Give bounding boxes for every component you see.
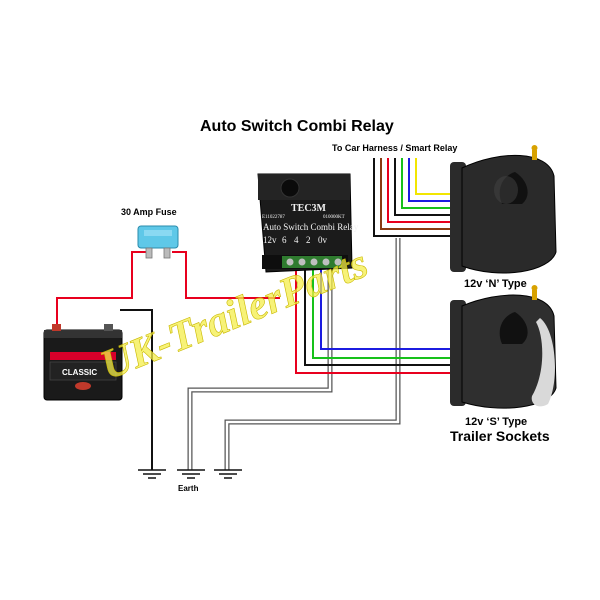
harness-wire-black bbox=[373, 158, 456, 237]
ground-symbol-socket bbox=[214, 469, 242, 479]
battery-brand: CLASSIC bbox=[62, 368, 97, 377]
diagram-title: Auto Switch Combi Relay bbox=[200, 118, 394, 135]
relay-terminal-screws bbox=[286, 258, 342, 266]
relay-brand: TEC3M bbox=[291, 203, 327, 214]
harness-wire-dark bbox=[394, 158, 456, 216]
socket-s-wires bbox=[304, 268, 458, 366]
relay-box: TEC3M E11022787 010000KT Auto Switch Com… bbox=[257, 173, 359, 273]
relay-terminal-1: 6 bbox=[282, 235, 287, 245]
harness-wire-green bbox=[401, 158, 456, 209]
battery-icon: CLASSIC bbox=[43, 324, 123, 401]
relay-terminal-3: 2 bbox=[306, 235, 311, 245]
trailer-sockets-label: Trailer Sockets bbox=[450, 428, 550, 444]
ground-symbol-battery bbox=[138, 469, 166, 479]
n-type-label: 12v ‘N’ Type bbox=[464, 278, 527, 290]
fuse-label: 30 Amp Fuse bbox=[121, 207, 177, 217]
relay-name: Auto Switch Combi Relay bbox=[263, 222, 359, 232]
car-harness-label: To Car Harness / Smart Relay bbox=[332, 143, 457, 153]
earth-label: Earth bbox=[178, 484, 199, 493]
s-type-label: 12v ‘S’ Type bbox=[465, 416, 527, 428]
relay-code: 010000KT bbox=[323, 215, 345, 220]
relay-serial: E11022787 bbox=[262, 215, 285, 220]
earth-wires bbox=[120, 238, 401, 470]
socket-s-type-icon bbox=[450, 285, 557, 409]
relay-terminal-2: 4 bbox=[294, 235, 299, 245]
relay-terminal-4: 0v bbox=[318, 235, 328, 245]
harness-wire-red bbox=[387, 158, 456, 223]
car-harness-wires bbox=[373, 158, 456, 237]
harness-wire-blue bbox=[408, 158, 456, 202]
harness-wire-brown bbox=[380, 158, 456, 230]
power-wires bbox=[56, 251, 458, 374]
relay-terminal-0: 12v bbox=[263, 235, 277, 245]
fuse-icon bbox=[137, 225, 179, 259]
socket-n-type-icon bbox=[450, 145, 557, 274]
harness-wire-yellow bbox=[415, 158, 456, 195]
ground-symbol-earth bbox=[177, 469, 205, 479]
